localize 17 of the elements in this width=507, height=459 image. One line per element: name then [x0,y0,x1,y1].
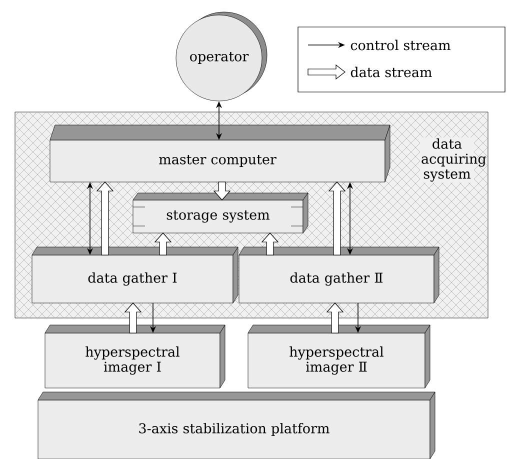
panel-label: data acquiring system [420,137,486,183]
platform-box: 3-axis stabilization platform [38,392,436,459]
hollow-arrow [96,182,114,256]
imager-box: hyperspectral imager Ⅰ [44,324,226,388]
gather-box: data gather Ⅰ [32,246,238,304]
legend-text: data stream [350,66,432,78]
imager-box: hyperspectral imager Ⅱ [248,324,430,388]
storage-box: storage system [132,192,308,234]
hollow-arrow [326,302,344,334]
hollow-arrow [213,182,231,200]
hollow-arrow [261,232,279,256]
hollow-arrow [154,232,172,256]
hollow-arrow [328,182,346,256]
hollow-arrow [124,302,142,334]
gather-box: data gather Ⅱ [238,246,440,304]
computer-box: master computer [50,124,390,182]
legend-text: control stream [350,40,450,50]
